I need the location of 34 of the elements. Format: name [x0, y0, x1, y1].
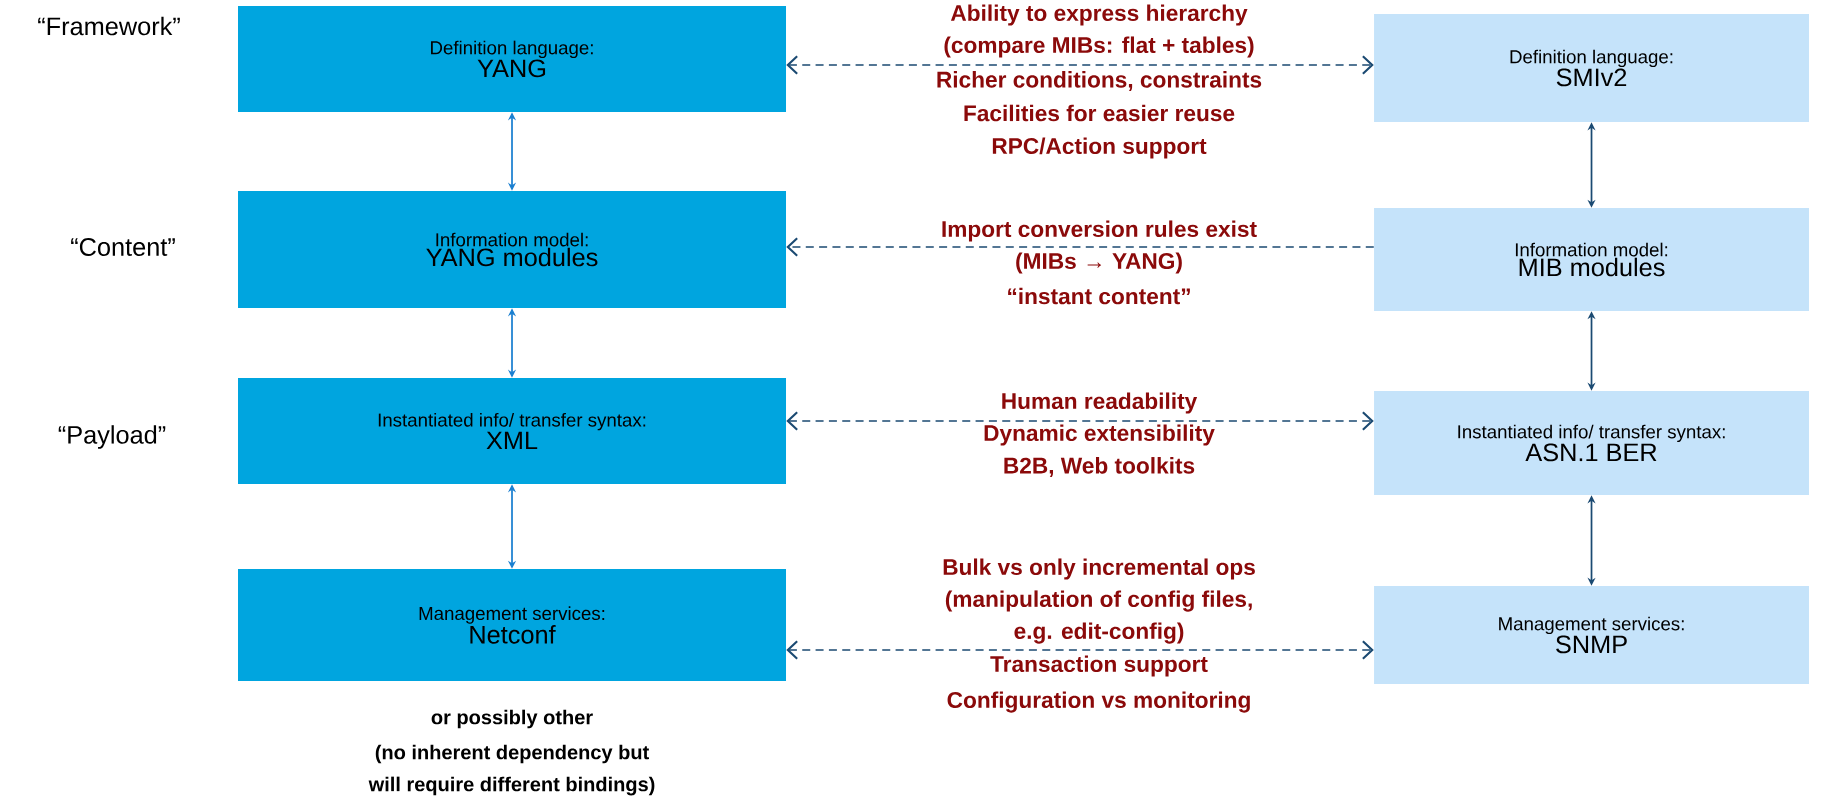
comparison-note: Dynamic extensibility — [984, 424, 1215, 446]
layer-box: Information model: MIB modules — [1374, 208, 1809, 311]
comparison-note: “instant content” — [1008, 287, 1190, 305]
layer-box: Instantiated info/ transfer syntax: ASN.1 BER — [1374, 391, 1809, 495]
layer-box: Information model: YANG modules — [238, 190, 786, 309]
layer-label: “Framework” — [38, 16, 180, 36]
comparison-note: Transaction support — [990, 655, 1208, 677]
comparison-note: Import conversion rules exist — [942, 220, 1257, 242]
comparison-note: e.g. edit-config) — [1014, 622, 1184, 644]
layer-label: “Payload” — [58, 425, 166, 449]
comparison-note: (MIBs → YANG) — [1016, 252, 1182, 274]
comparison-note: (compare MIBs: flat + tables) — [944, 36, 1254, 58]
layer-box: Definition language: YANG — [238, 6, 786, 112]
footnote-text: will require different bindings) — [368, 776, 655, 796]
layer-box: Management services: Netconf — [238, 569, 786, 681]
layer-box: Management services: SNMP — [1374, 586, 1809, 684]
comparison-note: Bulk vs only incremental ops — [943, 558, 1255, 580]
comparison-note: Configuration vs monitoring — [947, 691, 1250, 713]
footnote-text: (no inherent dependency but — [375, 744, 649, 764]
comparison-note: Facilities for easier reuse — [964, 104, 1235, 122]
comparison-note: Human readability — [1002, 392, 1198, 414]
comparison-note: (manipulation of config files, — [945, 590, 1252, 612]
footnote-text: or possibly other — [431, 709, 593, 729]
layer-label: “Content” — [71, 238, 175, 256]
arrow — [786, 640, 1374, 660]
layer-box: Instantiated info/ transfer syntax: XML — [238, 378, 786, 484]
arrow — [786, 411, 1374, 431]
comparison-note: Ability to express hierarchy — [950, 4, 1248, 26]
layer-box: Definition language: SMIv2 — [1374, 14, 1809, 122]
comparison-note: RPC/Action support — [992, 137, 1207, 159]
comparison-note: Richer conditions, constraints — [937, 71, 1262, 91]
comparison-note: B2B, Web toolkits — [1004, 457, 1195, 477]
arrow — [786, 55, 1374, 75]
arrow — [786, 237, 1375, 257]
